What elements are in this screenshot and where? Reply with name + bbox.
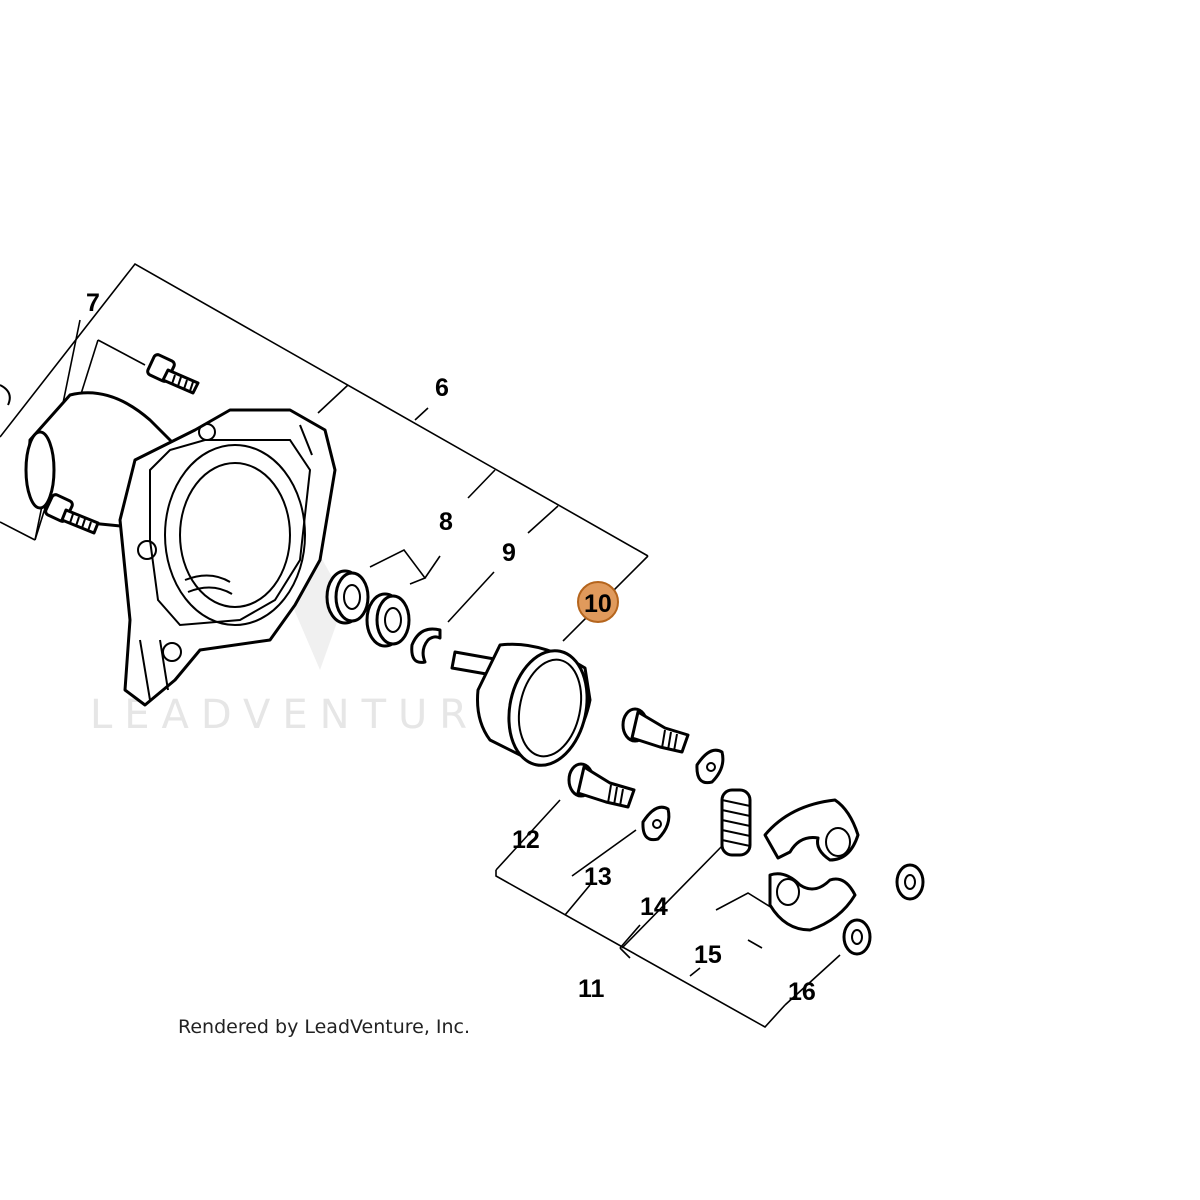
watermark-text: LEADVENTURE — [90, 692, 516, 738]
cam-washer-upper — [695, 748, 725, 785]
callout-8[interactable]: 8 — [439, 508, 453, 536]
circlip — [410, 627, 442, 664]
cam-washer-lower — [641, 805, 671, 842]
callout-12[interactable]: 12 — [512, 826, 540, 854]
callout-13[interactable]: 13 — [584, 863, 612, 891]
callout-11[interactable]: 11 — [578, 975, 605, 1003]
callout-14[interactable]: 14 — [640, 893, 668, 921]
bearing-left — [325, 569, 370, 625]
callout-7[interactable]: 7 — [86, 289, 100, 317]
callout-10-highlight-circle — [577, 581, 619, 623]
screw-left — [44, 493, 100, 535]
callout-6[interactable]: 6 — [435, 374, 449, 402]
shoulder-screw-upper — [621, 707, 690, 754]
callout-15[interactable]: 15 — [694, 941, 722, 969]
clutch-shoe-upper — [763, 798, 860, 862]
bearing-right — [365, 592, 411, 648]
tension-spring — [720, 788, 752, 857]
callout-10-highlighted[interactable]: 10 — [577, 581, 619, 623]
clutch-shoe-lower — [768, 872, 857, 932]
footer-credit: Rendered by LeadVenture, Inc. — [178, 1016, 470, 1038]
shoulder-screw-lower — [567, 762, 636, 809]
leader-lines — [0, 262, 841, 1029]
clutch-drum — [450, 642, 592, 767]
washer-upper — [895, 863, 925, 901]
callout-16[interactable]: 16 — [788, 978, 816, 1006]
screw-top — [146, 353, 200, 395]
clutch-housing — [0, 384, 337, 707]
callout-9[interactable]: 9 — [502, 539, 516, 567]
washer-lower — [842, 918, 872, 956]
callout-10: 10 — [584, 590, 612, 618]
